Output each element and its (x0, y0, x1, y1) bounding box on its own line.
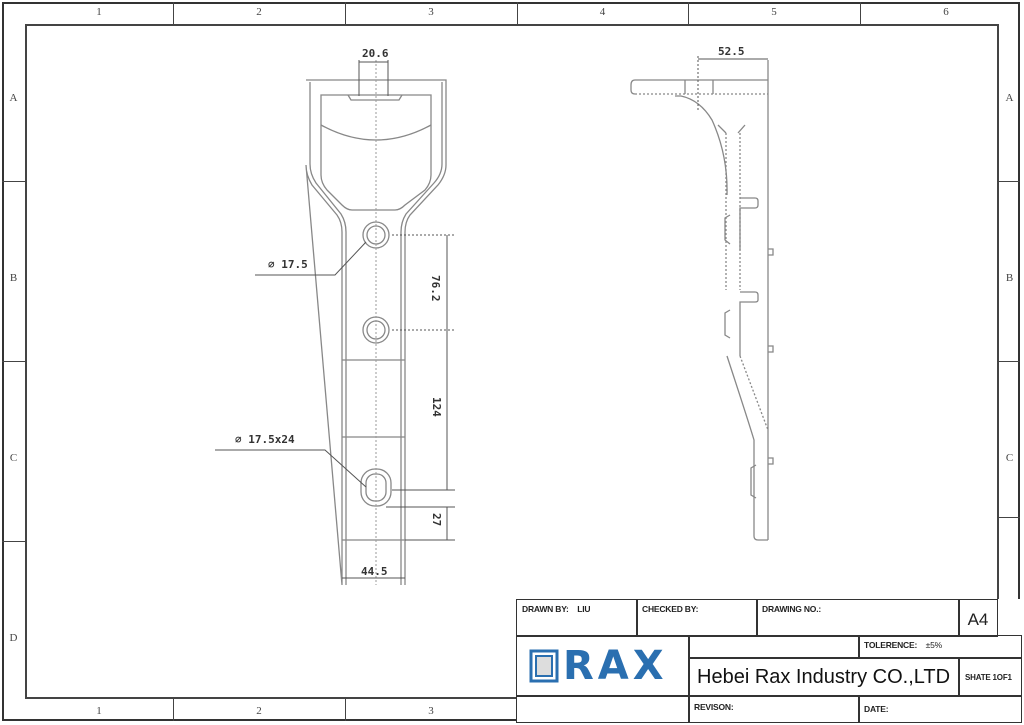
revision-label: REVISON: (694, 702, 734, 712)
logo-cell: RAX (516, 635, 690, 697)
company-name: Hebei Rax Industry CO.,LTD (697, 666, 951, 688)
zone-label-row-c-right: C (1005, 452, 1014, 464)
zone-divider (860, 2, 861, 24)
drawn-by-label: DRAWN BY: (522, 604, 569, 614)
dim-slot-callout: ∅ 17.5x24 (235, 433, 295, 446)
zone-label-row-b: B (9, 272, 18, 284)
rax-logo-icon (529, 649, 559, 683)
zone-label-col-2: 2 (256, 6, 262, 18)
zone-label-col-3: 3 (428, 6, 434, 18)
zone-label-row-b-right: B (1005, 272, 1014, 284)
revision-cell: REVISON: (688, 695, 860, 723)
zone-label-col-5: 5 (771, 6, 777, 18)
drawn-by-cell: DRAWN BY: LIU (516, 599, 638, 637)
zone-label-row-d: D (9, 632, 18, 644)
tolerance-value: ±5% (925, 640, 943, 650)
zone-divider (2, 181, 25, 182)
zone-label-col-6: 6 (943, 6, 949, 18)
dim-top-slot-width: 20.6 (362, 47, 389, 60)
front-view (305, 79, 447, 586)
blank-cell-bottom (516, 695, 690, 723)
zone-label-col-1: 1 (96, 6, 102, 18)
zone-divider (999, 181, 1020, 182)
zone-divider (999, 361, 1020, 362)
logo-text: RAX (563, 643, 668, 689)
side-view (630, 60, 774, 541)
zone-label-bottom-col-3: 3 (428, 705, 434, 717)
zone-divider (173, 2, 174, 24)
drawing-no-cell: DRAWING NO.: (756, 599, 960, 637)
dim-slot-spacing: 124 (430, 397, 443, 417)
sheet-cell: SHATE 1OF1 (958, 657, 1022, 697)
tolerance-cell: TOLERENCE: ±5% (858, 635, 1022, 659)
dim-hole-spacing: 76.2 (429, 275, 442, 302)
side-dimensions (697, 56, 768, 110)
checked-by-label: CHECKED BY: (642, 604, 699, 614)
zone-label-col-4: 4 (599, 6, 606, 18)
zone-label-row-a: A (9, 92, 18, 104)
date-cell: DATE: (858, 695, 1022, 723)
zone-label-bottom-col-1: 1 (96, 705, 102, 717)
zone-divider (2, 361, 27, 362)
tolerance-label: TOLERENCE: (864, 640, 918, 650)
front-dimensions (215, 60, 455, 579)
zone-label-row-c: C (9, 452, 18, 464)
title-block: DRAWN BY: LIU CHECKED BY: DRAWING NO.: A… (516, 599, 1022, 723)
company-cell: Hebei Rax Industry CO.,LTD (688, 657, 960, 697)
blank-cell (688, 635, 860, 659)
zone-divider (2, 541, 25, 542)
sheet-number: SHATE 1OF1 (965, 673, 1012, 682)
checked-by-cell: CHECKED BY: (636, 599, 758, 637)
dim-top-depth: 52.5 (718, 45, 745, 58)
zone-divider (345, 2, 346, 24)
zone-divider (345, 699, 346, 721)
date-label: DATE: (864, 704, 889, 714)
zone-divider (517, 2, 518, 24)
zone-label-bottom-col-2: 2 (256, 705, 262, 717)
dim-bottom-offset: 27 (430, 513, 443, 526)
zone-label-row-a-right: A (1005, 92, 1014, 104)
dim-hole-callout: ∅ 17.5 (268, 258, 308, 271)
zone-divider (688, 2, 689, 24)
paper-size: A4 (958, 599, 998, 637)
zone-divider (999, 517, 1020, 518)
drawing-no-label: DRAWING NO.: (762, 604, 821, 614)
zone-divider (173, 699, 174, 721)
drawn-by-value: LIU (577, 604, 591, 614)
dim-bar-width: 44.5 (361, 565, 388, 578)
